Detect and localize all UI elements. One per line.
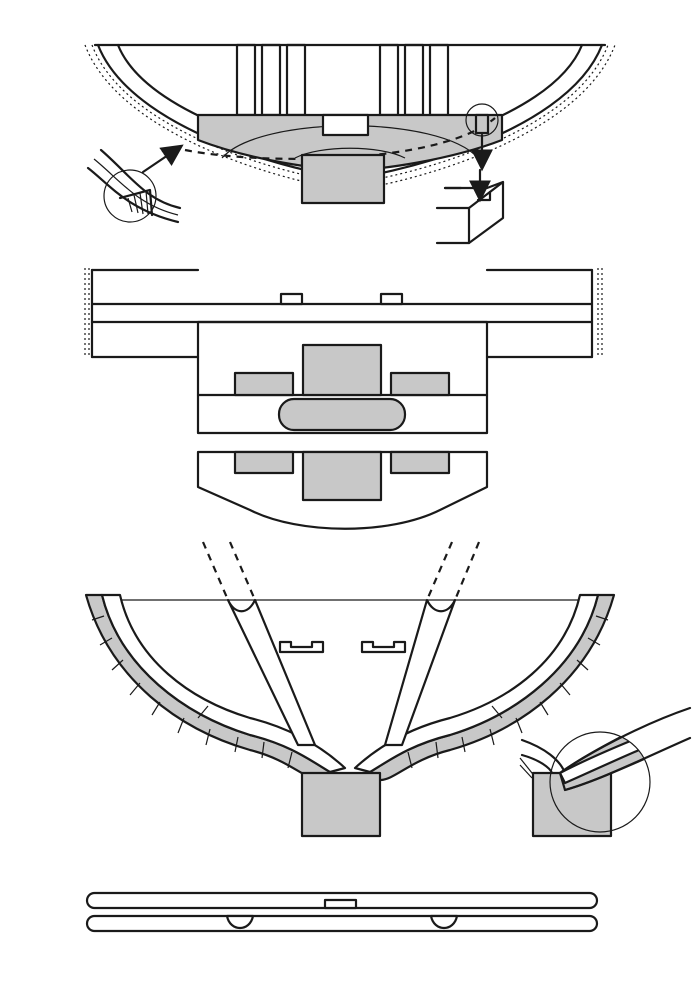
lower-center-block bbox=[301, 450, 383, 502]
vertical-posts bbox=[235, 43, 450, 117]
curved-shell-section-view bbox=[84, 541, 692, 838]
center-slot bbox=[321, 113, 370, 137]
capsule-slot bbox=[277, 397, 407, 432]
magnify-circle bbox=[549, 731, 651, 833]
center-block bbox=[300, 153, 386, 205]
front-elevation-view bbox=[84, 268, 603, 530]
left-inset-detail bbox=[86, 144, 184, 224]
right-inset-detail bbox=[435, 168, 505, 245]
base-block bbox=[300, 771, 382, 838]
bottom-rail-view bbox=[85, 891, 599, 933]
upper-center-block bbox=[301, 343, 383, 397]
right-detail-enlargement bbox=[519, 706, 692, 838]
top-section-view bbox=[84, 43, 616, 245]
